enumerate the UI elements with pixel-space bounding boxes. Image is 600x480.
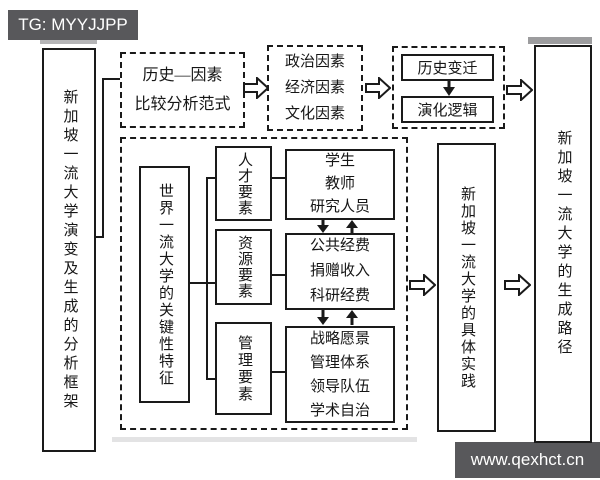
- paradigm-line-2: 比较分析范式: [134, 96, 231, 113]
- flow-arrow-icon: [365, 77, 391, 99]
- practice-label: 新加坡一流大学的具体实践: [459, 185, 475, 390]
- artifact-strip: [528, 37, 592, 44]
- connector-line: [272, 274, 285, 276]
- resource-detail-public-funds: 公共经费: [309, 238, 370, 254]
- factor-line-economic: 经济因素: [284, 80, 345, 96]
- element-box-resource: 资源要素: [215, 229, 272, 305]
- connector-line: [96, 236, 104, 238]
- connector-line: [104, 78, 120, 80]
- connector-line: [190, 282, 215, 284]
- management-detail-vision: 战略愿景: [309, 330, 370, 347]
- history-change-box: 历史变迁: [401, 54, 494, 81]
- connector-line: [208, 378, 215, 380]
- tg-watermark-text: TG: MYYJJPP: [18, 15, 128, 34]
- connector-line: [102, 78, 104, 238]
- detail-box-talent: 学生 教师 研究人员: [285, 149, 395, 220]
- detail-box-resource: 公共经费 捐赠收入 科研经费: [285, 233, 395, 310]
- exchange-up-icon: [346, 220, 358, 233]
- factor-line-political: 政治因素: [284, 54, 345, 70]
- element-resource-label: 资源要素: [236, 235, 252, 299]
- framework-dashed-box: [120, 137, 408, 430]
- flow-arrow-icon: [504, 274, 531, 296]
- connector-line: [208, 177, 215, 179]
- element-talent-label: 人才要素: [236, 151, 252, 216]
- talent-detail-students: 学生: [324, 153, 355, 169]
- paradigm-box: 历史—因素 比较分析范式: [120, 52, 245, 128]
- talent-detail-researchers: 研究人员: [309, 199, 370, 215]
- evolution-logic-box: 演化逻辑: [401, 96, 494, 123]
- factor-line-cultural: 文化因素: [284, 106, 345, 122]
- connector-line: [272, 177, 285, 179]
- generation-path-box: 新加坡一流大学的生成路径: [534, 45, 592, 443]
- exchange-down-icon: [317, 220, 329, 233]
- tg-watermark: TG: MYYJJPP: [8, 10, 138, 40]
- element-box-talent: 人才要素: [215, 146, 272, 221]
- management-detail-system: 管理体系: [309, 354, 370, 371]
- site-watermark-text: www.qexhct.cn: [470, 450, 585, 469]
- flow-arrow-icon: [506, 79, 533, 101]
- features-box: 世界一流大学的关键性特征: [139, 166, 190, 403]
- history-change-label: 历史变迁: [417, 61, 478, 77]
- evolution-logic-label: 演化逻辑: [417, 103, 478, 119]
- exchange-down-icon: [317, 310, 329, 325]
- artifact-strip: [40, 38, 97, 44]
- talent-detail-teachers: 教师: [324, 176, 355, 192]
- evolution-box: 历史变迁 演化逻辑: [392, 46, 505, 129]
- element-box-management: 管理要素: [215, 322, 272, 415]
- connector-line: [272, 371, 285, 373]
- generation-path-label: 新加坡一流大学的生成路径: [555, 130, 572, 358]
- resource-detail-research-funds: 科研经费: [309, 288, 370, 304]
- down-arrow-icon: [443, 81, 455, 96]
- factors-box: 政治因素 经济因素 文化因素: [267, 45, 363, 131]
- element-management-label: 管理要素: [236, 334, 252, 403]
- artifact-strip: [112, 437, 417, 442]
- paradigm-line-1: 历史—因素: [142, 67, 223, 84]
- flow-arrow-icon: [409, 274, 436, 296]
- practice-box: 新加坡一流大学的具体实践: [437, 143, 496, 432]
- analysis-framework-label: 新加坡一流大学演变及生成的分析框架: [61, 88, 78, 412]
- exchange-up-icon: [346, 310, 358, 325]
- management-detail-autonomy: 学术自治: [309, 402, 370, 419]
- analysis-framework-box: 新加坡一流大学演变及生成的分析框架: [42, 48, 96, 452]
- site-watermark: www.qexhct.cn: [455, 442, 600, 478]
- management-detail-leadership: 领导队伍: [309, 378, 370, 395]
- connector-line: [206, 177, 208, 380]
- detail-box-management: 战略愿景 管理体系 领导队伍 学术自治: [285, 326, 395, 423]
- flow-arrow-icon: [243, 77, 269, 99]
- features-label: 世界一流大学的关键性特征: [157, 182, 173, 387]
- resource-detail-donations: 捐赠收入: [309, 263, 370, 279]
